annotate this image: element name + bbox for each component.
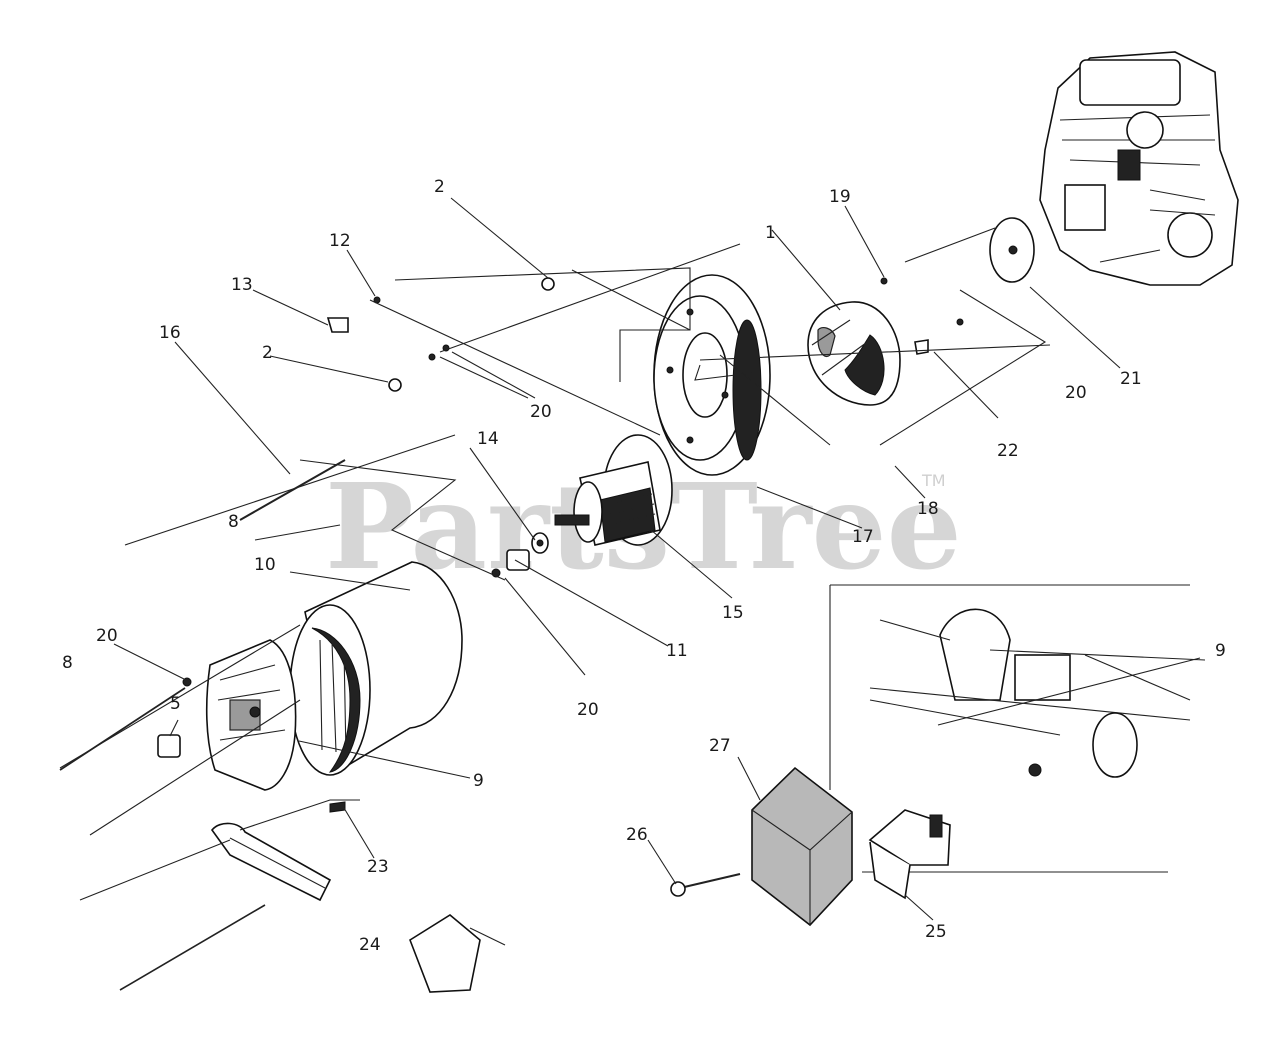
callout-20-right: 20 (1065, 383, 1087, 403)
callout-18: 18 (917, 499, 939, 519)
part-5-bracket[interactable] (157, 734, 181, 758)
callout-labels: 2 12 13 16 2 20 19 1 21 20 22 18 17 14 8… (62, 177, 1226, 955)
part-10-stator-housing[interactable] (289, 561, 463, 776)
callout-8-upper: 8 (228, 512, 239, 532)
part-26-screw[interactable] (670, 873, 741, 897)
callout-11: 11 (666, 641, 688, 661)
part-24-bracket-assembly[interactable] (119, 822, 506, 993)
callout-26: 26 (626, 825, 648, 845)
callout-2-upper: 2 (434, 177, 445, 197)
callout-16: 16 (159, 323, 181, 343)
watermark-trademark: TM (921, 471, 946, 490)
callout-8-lower: 8 (62, 653, 73, 673)
callout-5: 5 (170, 694, 181, 714)
callout-10: 10 (254, 555, 276, 575)
callout-15: 15 (722, 603, 744, 623)
callout-9-right: 9 (1215, 641, 1226, 661)
callout-9-left: 9 (473, 771, 484, 791)
callout-21: 21 (1120, 369, 1142, 389)
part-14-bearing[interactable] (531, 532, 549, 554)
callout-20-upper: 20 (530, 402, 552, 422)
engine[interactable] (1039, 51, 1239, 286)
alignment-lines (59, 227, 1051, 901)
small-hardware[interactable] (182, 277, 964, 687)
callout-2-lower: 2 (262, 343, 273, 363)
callout-19: 19 (829, 187, 851, 207)
callout-25: 25 (925, 922, 947, 942)
callout-24: 24 (359, 935, 381, 955)
callout-20-left: 20 (96, 626, 118, 646)
callout-27: 27 (709, 736, 731, 756)
part-15-rotor[interactable] (554, 434, 673, 546)
callout-13: 13 (231, 275, 253, 295)
part-21-disc[interactable] (989, 217, 1035, 283)
part-8-rod[interactable] (59, 687, 186, 771)
part-8-long-bolt[interactable] (239, 459, 346, 521)
callout-23: 23 (367, 857, 389, 877)
inset-control-box (829, 584, 1191, 873)
callout-14: 14 (477, 429, 499, 449)
callout-20-center: 20 (577, 700, 599, 720)
callout-22: 22 (997, 441, 1019, 461)
leader-lines (113, 197, 1206, 921)
part-23-clip[interactable] (329, 801, 346, 813)
part-27-screen[interactable] (751, 766, 853, 927)
part-17-end-bell[interactable] (653, 274, 771, 476)
callout-1: 1 (765, 223, 776, 243)
callout-17: 17 (852, 527, 874, 547)
callout-12: 12 (329, 231, 351, 251)
part-9-end-cover[interactable] (205, 639, 297, 791)
part-25-receptacle-box[interactable] (868, 809, 951, 900)
